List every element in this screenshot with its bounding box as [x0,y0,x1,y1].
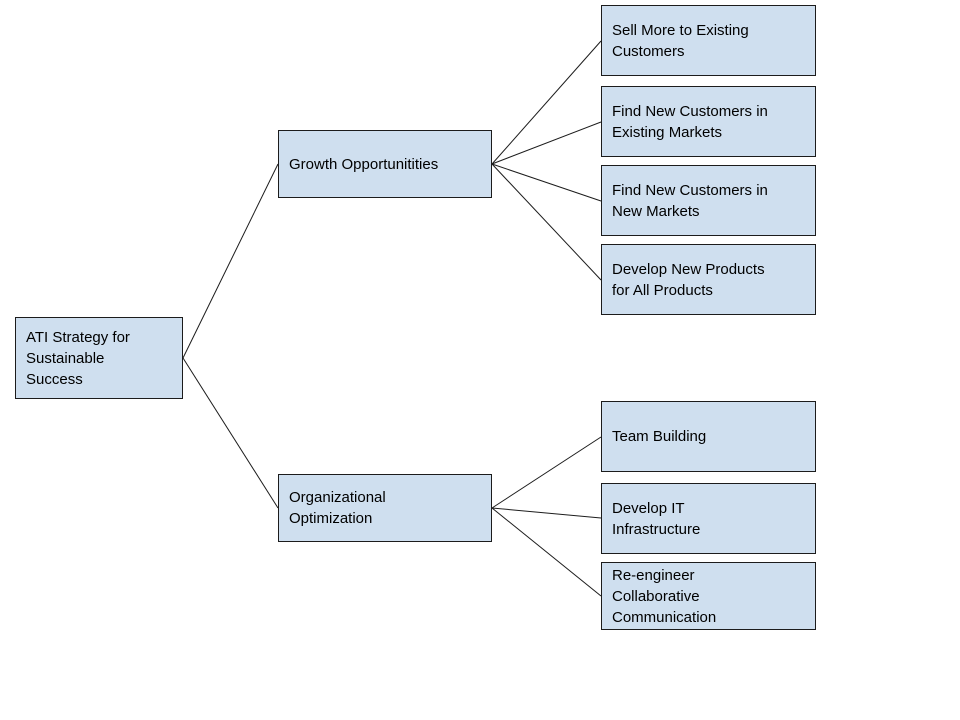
branch-node-growth-opportunitities[interactable]: Growth Opportunitities [278,130,492,198]
node-label-line: Find New Customers in [612,181,768,199]
node-label-line: Customers [612,42,685,60]
connector-organizational-to-team-building [491,436,602,509]
node-label-line: Organizational [289,489,386,506]
node-label-line: Infrastructure [612,520,701,538]
node-label-line: Re-engineer [612,566,695,584]
node-label-line: Optimization [289,510,373,527]
connector-organizational-to-it-infrastructure [491,507,602,519]
node-label-line: Find New Customers in [612,102,768,120]
leaf-node-find-new-customers-in-new-markets[interactable]: Find New Customers in New Markets [601,165,816,236]
node-label-line: Existing Markets [612,123,723,141]
node-label-line: Success [26,370,83,388]
leaf-node-develop-new-products-for-all-products[interactable]: Develop New Products for All Products [601,244,816,315]
node-label-line: Communication [612,608,717,626]
node-label-line: ATI Strategy for [26,328,130,346]
connector-growth-to-new-markets [491,163,602,202]
node-label-line: Develop IT [612,499,685,517]
connector-root-to-organizational [182,357,279,509]
node-label-line: Team Building [612,428,707,445]
connector-growth-to-existing-markets [491,121,602,165]
node-label-line: Growth Opportunitities [289,155,439,173]
connector-growth-to-sell-more [491,40,602,165]
node-label-line: Collaborative [612,587,700,605]
leaf-node-find-new-customers-in-existing-markets[interactable]: Find New Customers in Existing Markets [601,86,816,157]
node-label-line: Sustainable [26,349,105,367]
node-label-line: New Markets [612,202,700,220]
node-label-line: for All Products [612,281,713,299]
leaf-node-team-building[interactable]: Team Building [601,401,816,472]
connector-growth-to-new-products [491,163,602,281]
node-label-line: Sell More to Existing [612,21,749,39]
connector-root-to-growth [182,163,279,359]
leaf-node-develop-it-infrastructure[interactable]: Develop IT Infrastructure [601,483,816,554]
connector-organizational-to-communication [491,507,602,597]
node-label-line: Develop New Products [612,260,765,278]
